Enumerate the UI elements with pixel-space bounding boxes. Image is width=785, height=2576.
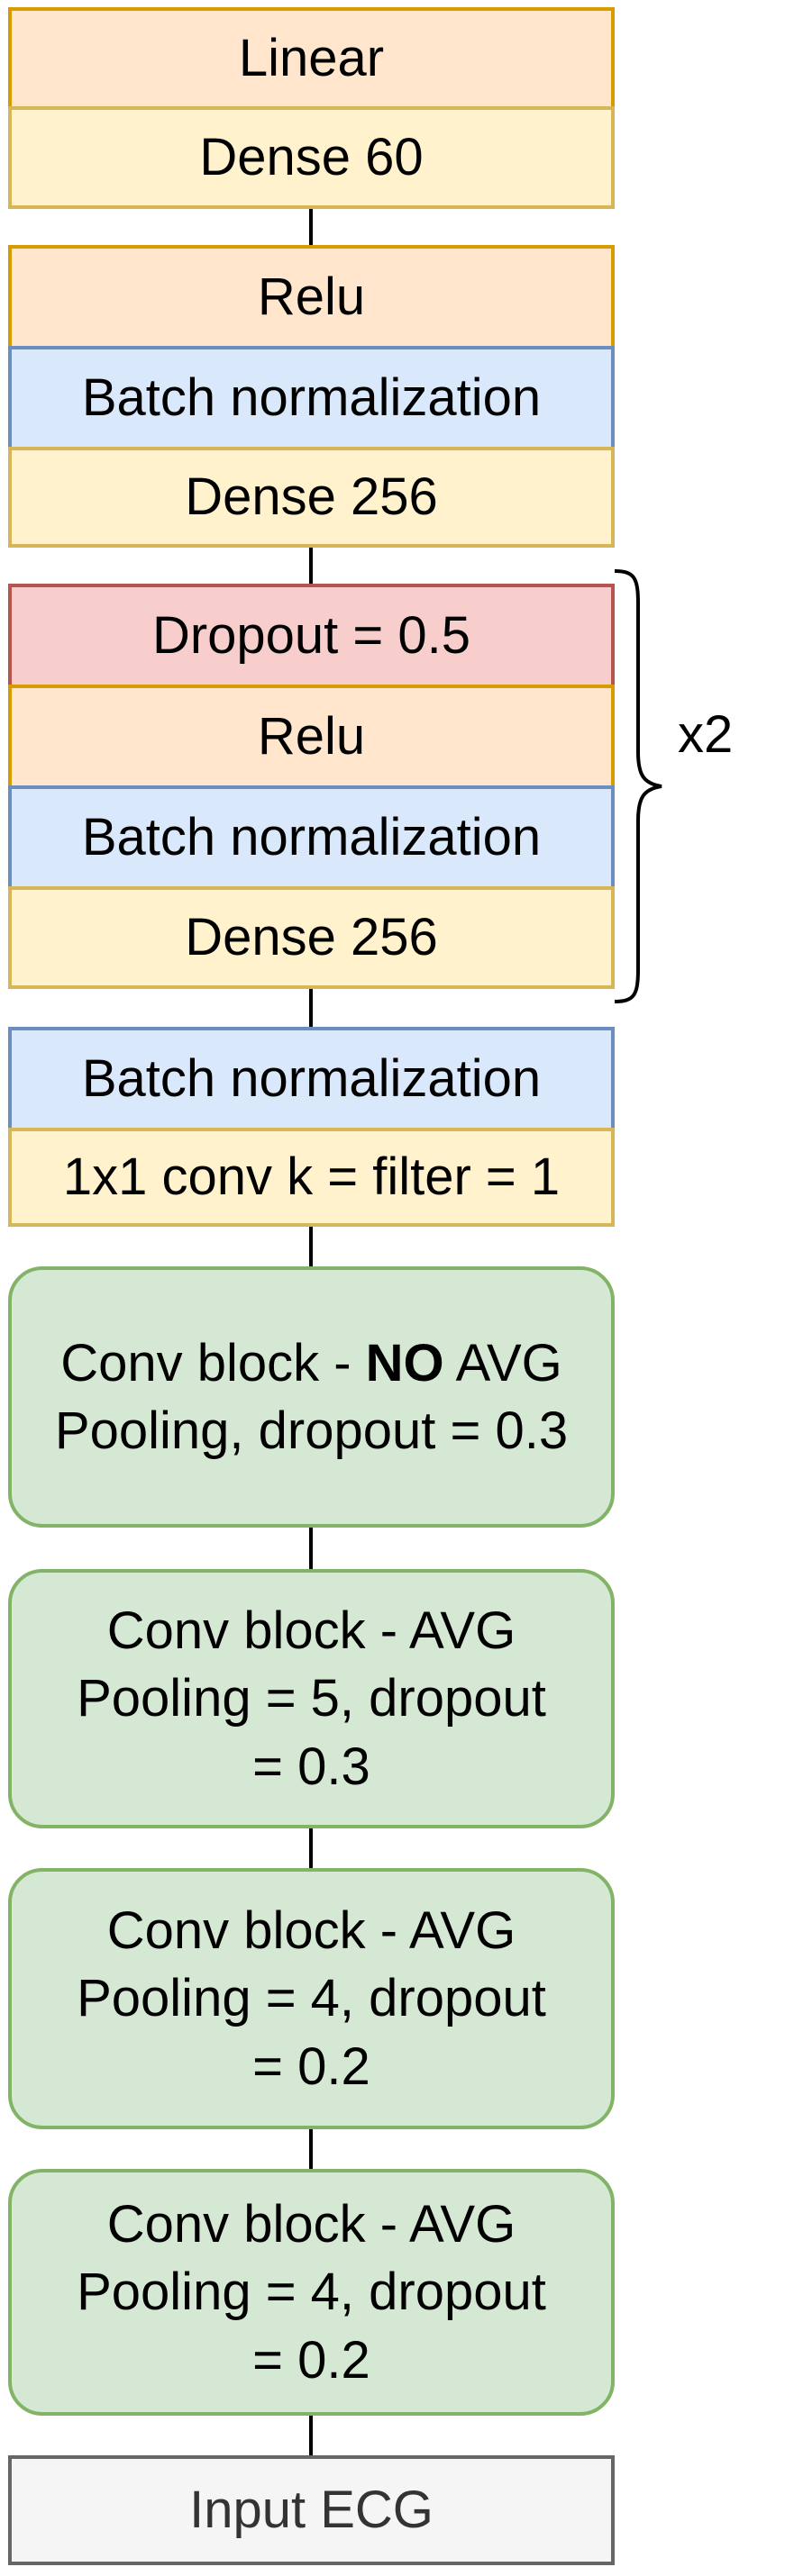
layer-label: Batch normalization bbox=[81, 808, 542, 867]
batch-norm-layer-top: Batch normalization bbox=[8, 346, 615, 450]
block-line3: = 0.2 bbox=[252, 2330, 370, 2390]
connector bbox=[309, 548, 313, 584]
block-line1: Conv block - AVG bbox=[106, 1601, 516, 1660]
input-label: Input ECG bbox=[189, 2481, 434, 2540]
layer-label: 1x1 conv k = filter = 1 bbox=[62, 1147, 561, 1207]
linear-activation-layer: Linear bbox=[8, 7, 615, 110]
repeat-count-label: x2 bbox=[678, 705, 734, 764]
conv-block-pool-4-b: Conv block - AVG Pooling = 4, dropout = … bbox=[8, 2169, 615, 2416]
block-line2: Pooling, dropout = 0.3 bbox=[54, 1401, 569, 1460]
layer-label: Relu bbox=[257, 707, 366, 766]
block-line1-pre: Conv block - bbox=[60, 1333, 366, 1392]
block-label: Conv block - NO AVG Pooling, dropout = 0… bbox=[55, 1329, 568, 1465]
conv-block-pool-4-a: Conv block - AVG Pooling = 4, dropout = … bbox=[8, 1868, 615, 2129]
connector bbox=[309, 989, 313, 1027]
dense-256-layer-mid: Dense 256 bbox=[8, 886, 615, 989]
layer-label: Batch normalization bbox=[81, 1049, 542, 1109]
block-line1-bold: NO bbox=[365, 1333, 444, 1392]
connector bbox=[309, 1828, 313, 1868]
block-line2: Pooling = 5, dropout bbox=[77, 1669, 546, 1728]
block-line1: Conv block - AVG bbox=[106, 2194, 516, 2254]
block-line2: Pooling = 4, dropout bbox=[77, 1969, 546, 2028]
block-line2: Pooling = 4, dropout bbox=[77, 2263, 546, 2322]
block-label: Conv block - AVG Pooling = 5, dropout = … bbox=[77, 1597, 546, 1800]
layer-label: Linear bbox=[238, 29, 385, 88]
connector bbox=[309, 209, 313, 245]
repeat-brace-icon bbox=[614, 569, 662, 1003]
layer-label: Dropout = 0.5 bbox=[151, 606, 471, 666]
connector bbox=[309, 2416, 313, 2455]
conv-block-pool-5: Conv block - AVG Pooling = 5, dropout = … bbox=[8, 1569, 615, 1828]
layer-label: Dense 256 bbox=[185, 908, 438, 967]
block-line3: = 0.3 bbox=[252, 1737, 370, 1796]
block-label: Conv block - AVG Pooling = 4, dropout = … bbox=[77, 2191, 546, 2394]
layer-label: Batch normalization bbox=[81, 368, 542, 428]
input-ecg-node: Input ECG bbox=[8, 2455, 615, 2565]
block-label: Conv block - AVG Pooling = 4, dropout = … bbox=[77, 1897, 546, 2100]
batch-norm-layer-low: Batch normalization bbox=[8, 1027, 615, 1131]
relu-layer-top: Relu bbox=[8, 245, 615, 349]
connector bbox=[309, 1227, 313, 1266]
layer-label: Dense 256 bbox=[185, 467, 438, 527]
block-line3: = 0.2 bbox=[252, 2036, 370, 2096]
conv-block-no-pooling: Conv block - NO AVG Pooling, dropout = 0… bbox=[8, 1266, 615, 1528]
block-line1-post: AVG bbox=[443, 1333, 562, 1392]
connector bbox=[309, 2129, 313, 2169]
layer-label: Relu bbox=[257, 268, 366, 327]
block-line1: Conv block - AVG bbox=[106, 1900, 516, 1960]
layer-label: Dense 60 bbox=[199, 128, 424, 187]
conv-1x1-layer: 1x1 conv k = filter = 1 bbox=[8, 1128, 615, 1227]
connector bbox=[309, 1528, 313, 1569]
batch-norm-layer-mid: Batch normalization bbox=[8, 785, 615, 890]
dense-256-layer-top: Dense 256 bbox=[8, 447, 615, 548]
dropout-layer: Dropout = 0.5 bbox=[8, 584, 615, 688]
relu-layer-mid: Relu bbox=[8, 685, 615, 789]
dense-60-layer: Dense 60 bbox=[8, 106, 615, 209]
